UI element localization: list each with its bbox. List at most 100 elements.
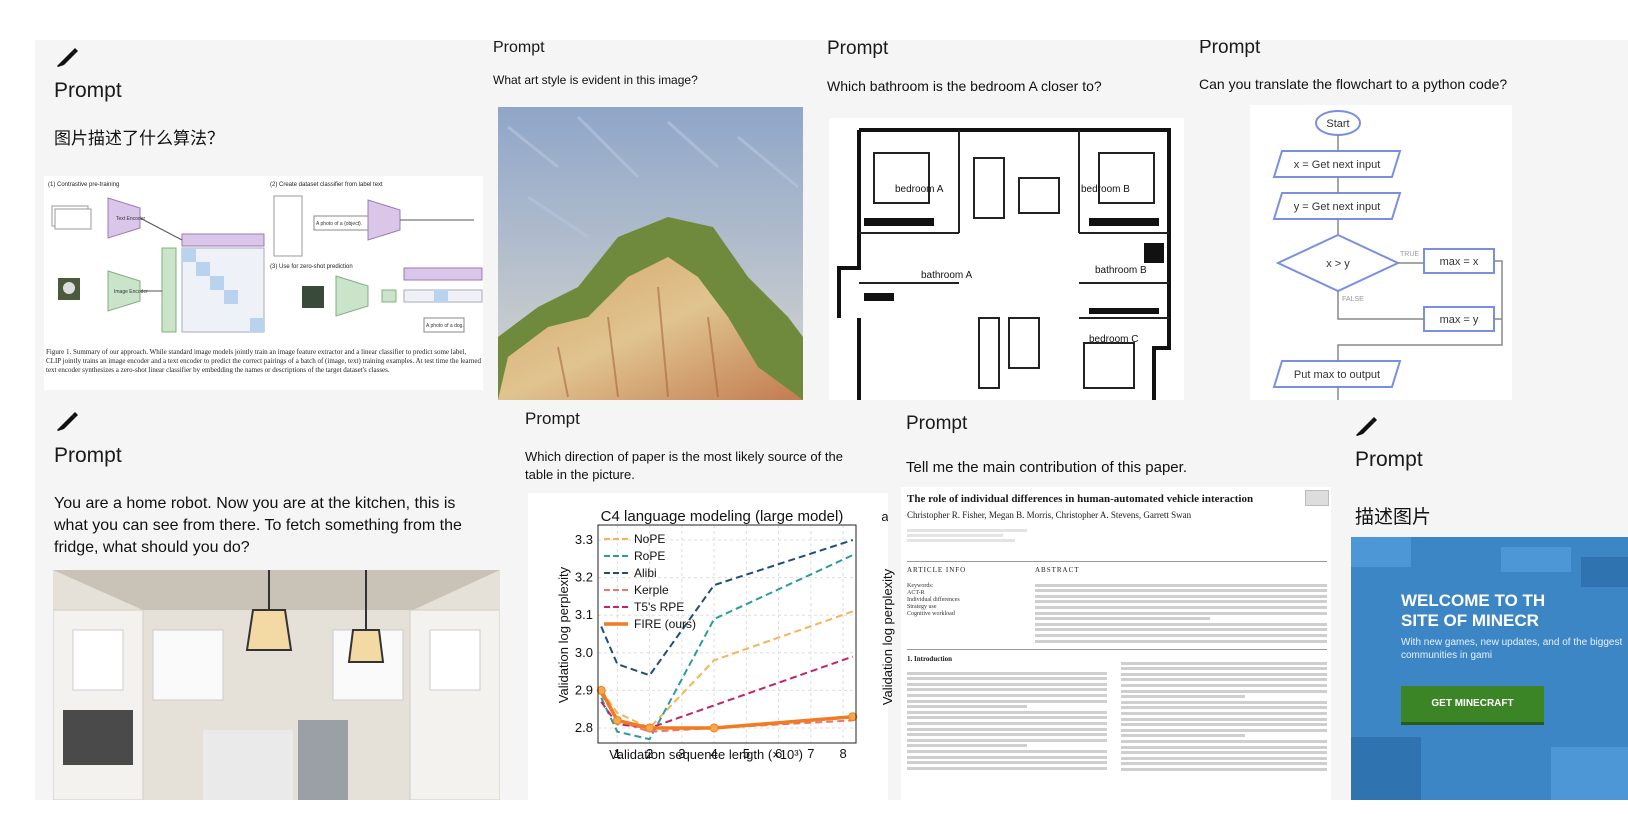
text-line [907, 721, 1107, 725]
text-line [907, 677, 1107, 681]
y-tick-label: 2.9 [575, 682, 593, 697]
text-line [1121, 706, 1327, 710]
legend-label: FIRE (ours) [634, 617, 696, 631]
flow-start: Start [1326, 118, 1349, 130]
legend-label: T5's RPE [634, 600, 684, 614]
x-tick-label: 2 [646, 746, 653, 761]
keyword-0: Keywords: [907, 583, 934, 589]
series-line-t5-s-rpe [600, 655, 854, 730]
keyword-2: Individual differences [907, 597, 960, 603]
room-label-bedroom-a: bedroom A [895, 184, 944, 195]
kitchen-image [53, 570, 500, 800]
x-tick-label: 1 [614, 746, 621, 761]
line-chart: C4 language modeling (large model) a Val… [528, 493, 888, 800]
flow-y-input: y = Get next input [1294, 201, 1381, 213]
flow-max-x: max = x [1440, 256, 1479, 268]
text-line [907, 688, 1107, 692]
keyword-3: Strategy use [907, 604, 937, 610]
journal-logo [1305, 490, 1329, 506]
flow-x-input: x = Get next input [1294, 159, 1381, 171]
floorplan-image: bedroom A bedroom B bathroom A bathroom … [829, 118, 1184, 400]
y-tick-label: 3.1 [575, 607, 593, 622]
text-line [1121, 767, 1327, 771]
prompt-label: Prompt [54, 444, 122, 467]
text-line [907, 716, 1107, 720]
chart-ylabel: Validation log perplexity [556, 566, 571, 703]
mc-headline-1: WELCOME TO TH [1401, 591, 1546, 610]
text-line [1035, 639, 1327, 643]
prompt-question: 描述图片 [1355, 507, 1432, 528]
prompt-label: Prompt [525, 409, 580, 428]
room-label-bathroom-b: bathroom B [1095, 265, 1147, 276]
y-tick-label: 3.3 [575, 532, 593, 547]
text-line [1035, 600, 1327, 604]
text-line [907, 766, 1107, 770]
text-line [907, 671, 1107, 675]
prompt-question: Can you translate the flowchart to a pyt… [1199, 76, 1508, 92]
keyword-4: Cognitive workload [907, 611, 955, 617]
paper-authors: Christopher R. Fisher, Megan B. Morris, … [907, 510, 1192, 520]
prompt-label: Prompt [827, 40, 889, 59]
fire-point [848, 712, 858, 722]
x-tick-label: 5 [743, 746, 750, 761]
legend-label: Kerple [634, 583, 669, 597]
abstract-head: ABSTRACT [1035, 566, 1080, 574]
article-info-head: ARTICLE INFO [907, 566, 967, 574]
text-line [1121, 661, 1327, 665]
text-line [1121, 745, 1327, 749]
get-minecraft-button[interactable]: GET MINECRAFT [1401, 686, 1544, 725]
clip-figure: (1) Contrastive pre-training (2) Create … [44, 176, 483, 390]
text-line [907, 682, 1107, 686]
text-line [907, 744, 1027, 748]
text-line [907, 693, 1107, 697]
text-line [1035, 617, 1211, 621]
room-label-bedroom-c: bedroom C [1089, 334, 1138, 345]
text-line [1121, 689, 1327, 693]
legend-label: NoPE [634, 532, 665, 546]
text-line [907, 705, 1027, 709]
text-line [1121, 717, 1327, 721]
y-tick-label: 3.2 [575, 570, 593, 585]
text-line [907, 749, 1107, 753]
text-line [1035, 583, 1327, 587]
text-line [1035, 633, 1327, 637]
text-encoder-label: Text Encoder [116, 216, 146, 222]
prompt-label: Prompt [1199, 40, 1261, 58]
x-tick-label: 4 [710, 746, 717, 761]
fig-label-a: (1) Contrastive pre-training [48, 182, 119, 188]
text-line [1121, 672, 1327, 676]
prompt-label: Prompt [493, 40, 545, 56]
painting-image [498, 107, 803, 400]
photo-of-object: A photo of a {object}. [316, 221, 362, 227]
text-line [1121, 728, 1327, 732]
prompt-question: Which bathroom is the bedroom A closer t… [827, 78, 1102, 94]
text-line [907, 733, 1107, 737]
prompt-label: Prompt [906, 413, 968, 434]
prompt-question: Which direction of paper is the most lik… [525, 449, 843, 482]
text-line [1121, 751, 1327, 755]
x-tick-label: 8 [839, 746, 846, 761]
text-line [1121, 667, 1327, 671]
x-tick-label: 3 [678, 746, 685, 761]
fire-point [709, 723, 719, 733]
series-line-alibi [600, 539, 854, 677]
pen-icon [57, 412, 78, 431]
prompt-question: Tell me the main contribution of this pa… [906, 459, 1187, 476]
text-line [907, 761, 1107, 765]
fig-label-b: (2) Create dataset classifier from label… [270, 182, 383, 188]
prompt-question: You are a home robot. Now you are at the… [54, 495, 462, 556]
flow-max-y: max = y [1440, 314, 1479, 326]
paper-title: The role of individual differences in hu… [907, 493, 1254, 505]
image-encoder-label: Image Encoder [114, 289, 148, 295]
text-line [1121, 723, 1327, 727]
flowchart-image: Start x = Get next input y = Get next in… [1250, 105, 1512, 400]
text-line [1121, 695, 1245, 699]
text-line [907, 727, 1107, 731]
flow-true: TRUE [1400, 251, 1419, 258]
y-tick-label: 3.0 [575, 645, 593, 660]
figure-caption: Figure 1. Summary of our approach. While… [46, 348, 481, 374]
pen-icon [57, 48, 78, 67]
x-tick-label: 6 [775, 746, 782, 761]
text-line [1035, 605, 1327, 609]
mc-subtext: With new games, new updates, and of the … [1401, 637, 1623, 661]
